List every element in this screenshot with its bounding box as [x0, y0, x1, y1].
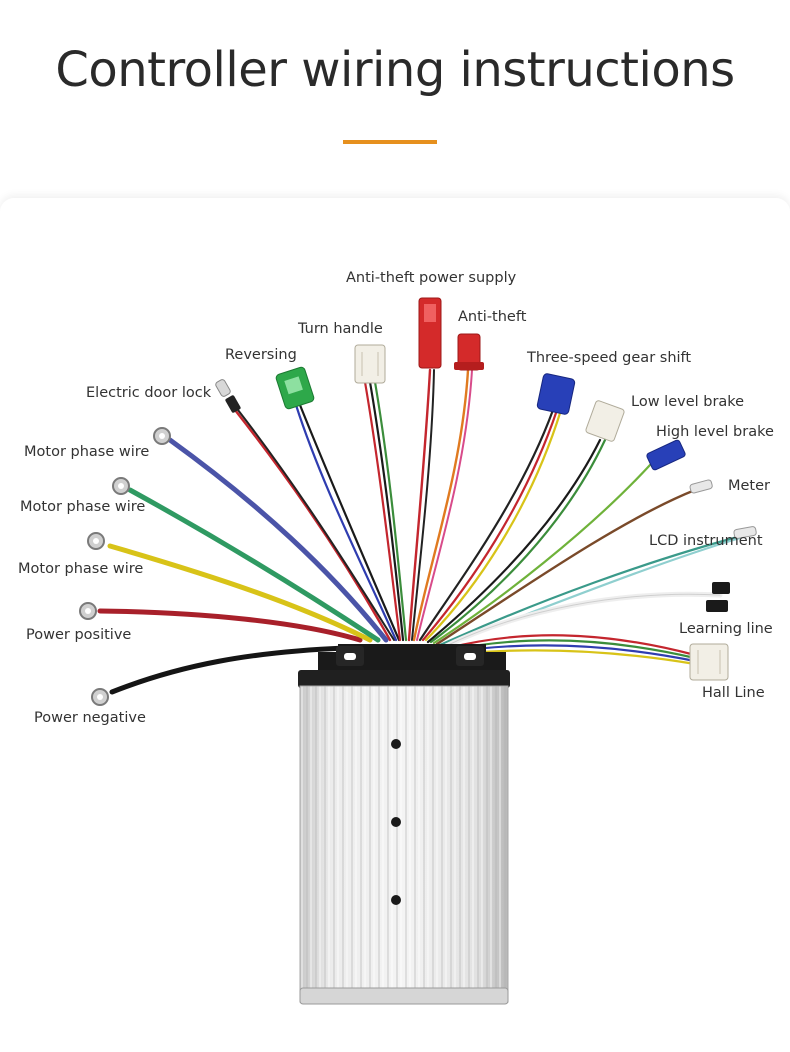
motor-phase-yellow-wire [107, 543, 373, 643]
label-low-level-brake: Low level brake [631, 394, 745, 410]
reversing-wire-a [294, 403, 398, 642]
gear-shift-wire-c [424, 408, 563, 642]
motor-phase-yellow-terminal-icon [87, 532, 105, 550]
wires [97, 368, 747, 695]
door-lock-black-wire [237, 409, 395, 641]
label-electric-door-lock: Electric door lock [86, 385, 212, 401]
title-accent-line [343, 140, 437, 144]
label-motor-phase-wire-2: Motor phase wire [20, 499, 146, 515]
motor-phase-green-terminal-icon [112, 477, 130, 495]
label-power-negative: Power negative [34, 710, 146, 726]
screw-icon [391, 817, 401, 827]
label-meter: Meter [728, 478, 770, 494]
label-high-level-brake: High level brake [656, 424, 774, 440]
reversing-wire-b [298, 403, 401, 642]
motor-phase-blue-terminal-icon [153, 427, 171, 445]
controller-body [298, 644, 510, 1005]
page-title: Controller wiring instructions [55, 42, 735, 98]
label-three-speed-gear-shift: Three-speed gear shift [527, 350, 692, 366]
motor-phase-blue-wire [167, 437, 389, 643]
gear-shift-connector-icon [536, 373, 576, 415]
label-turn-handle: Turn handle [298, 321, 383, 337]
power-positive-wire [97, 608, 363, 643]
anti-theft-connector-icon [454, 333, 484, 371]
low-brake-wire-a [426, 438, 602, 644]
anti-theft-power-wire [407, 368, 432, 642]
hall-line-connector-icon [689, 643, 729, 681]
lcd-wire-a [438, 533, 747, 647]
label-anti-theft: Anti-theft [458, 309, 527, 325]
door-lock-terminal-icon [215, 379, 241, 413]
label-reversing: Reversing [225, 347, 297, 363]
turn-handle-wire-a [363, 380, 402, 642]
label-power-positive: Power positive [26, 627, 132, 643]
motor-phase-green-wire [127, 487, 381, 643]
power-negative-terminal-icon [91, 688, 109, 706]
learning-line-wire-outline [445, 593, 721, 647]
low-brake-wire-b [429, 438, 607, 644]
label-hall-line: Hall Line [702, 685, 765, 701]
meter-wire [435, 488, 697, 646]
label-learning-line: Learning line [679, 621, 773, 637]
turn-handle-wire-c [373, 380, 408, 642]
label-motor-phase-wire-3: Motor phase wire [18, 561, 144, 577]
gear-shift-wire-b [421, 408, 559, 642]
screw-icon [391, 739, 401, 749]
gear-shift-wire-a [418, 408, 555, 642]
label-anti-theft-power-supply: Anti-theft power supply [346, 270, 517, 286]
low-brake-connector-icon [585, 400, 625, 442]
page-header: Controller wiring instructions [0, 0, 790, 200]
anti-theft-wire [412, 368, 470, 642]
turn-handle-connector-icon [354, 344, 386, 384]
power-positive-terminal-icon [79, 602, 97, 620]
turn-handle-wire-b [368, 380, 405, 642]
label-lcd-instrument: LCD instrument [649, 533, 763, 549]
screw-icon [391, 895, 401, 905]
anti-theft-wire-b [416, 369, 473, 641]
power-negative-wire [109, 645, 348, 695]
anti-theft-power-connector-icon [418, 297, 442, 369]
door-lock-red-wire [233, 408, 392, 642]
anti-theft-power-wire-b [411, 369, 435, 641]
lcd-terminal-icon [733, 526, 757, 539]
meter-terminal-icon [689, 479, 713, 494]
high-brake-connector-icon [646, 439, 686, 471]
terminals [79, 297, 757, 706]
label-motor-phase-wire-1: Motor phase wire [24, 444, 150, 460]
hall-line-wire-a [446, 634, 697, 657]
reversing-connector-icon [275, 366, 315, 410]
high-brake-wire [432, 463, 652, 645]
learning-line-connector-icon [706, 582, 730, 612]
